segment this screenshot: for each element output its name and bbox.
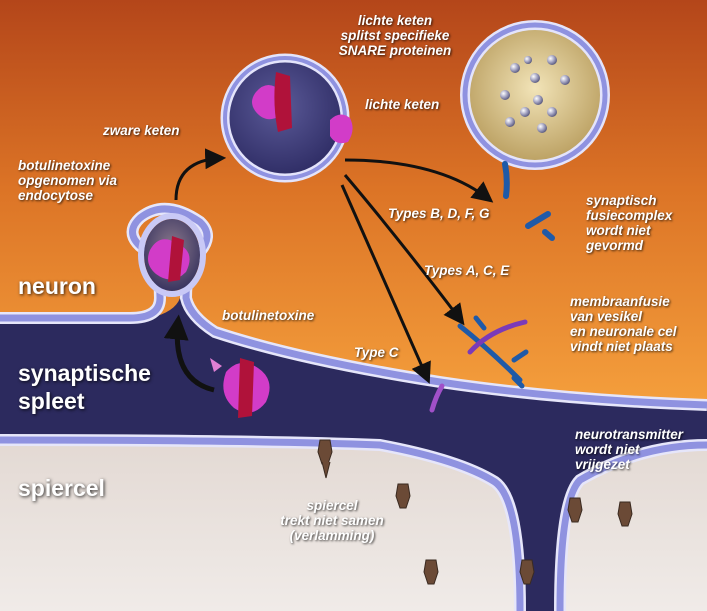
- note-line: synaptisch: [586, 193, 672, 208]
- cleft-label-line2: spleet: [18, 388, 84, 414]
- note-line: spiercel: [262, 498, 402, 513]
- note-line: botulinetoxine: [18, 158, 117, 173]
- cleft-label-line1: synaptische: [18, 360, 151, 386]
- note-line: en neuronale cel: [570, 324, 677, 339]
- toxin-label: botulinetoxine: [222, 308, 314, 323]
- note-line: wordt niet: [586, 223, 672, 238]
- note-line: (verlamming): [262, 528, 402, 543]
- note-line: van vesikel: [570, 309, 677, 324]
- note-line: vindt niet plaats: [570, 339, 677, 354]
- note-line: membraanfusie: [570, 294, 677, 309]
- note-line: fusiecomplex: [586, 208, 672, 223]
- note-line: endocytose: [18, 188, 117, 203]
- neuron-label: neuron: [18, 273, 96, 299]
- note-line: gevormd: [586, 238, 672, 253]
- light-chain-blob: [330, 114, 353, 143]
- types-ace-label: Types A, C, E: [424, 263, 509, 278]
- note-line: SNARE proteinen: [320, 43, 470, 58]
- neurotransmitter-note: neurotransmitter wordt niet vrijgezet: [575, 427, 683, 472]
- muscle-paralysis-note: spiercel trekt niet samen (verlamming): [262, 498, 402, 543]
- light-chain-label: lichte keten: [365, 97, 439, 112]
- note-line: vrijgezet: [575, 457, 683, 472]
- note-line: lichte keten: [320, 13, 470, 28]
- uptake-note: botulinetoxine opgenomen via endocytose: [18, 158, 117, 203]
- fusion-complex-note: synaptisch fusiecomplex wordt niet gevor…: [586, 193, 672, 253]
- membrane-fusion-note: membraanfusie van vesikel en neuronale c…: [570, 294, 677, 354]
- note-line: trekt niet samen: [262, 513, 402, 528]
- types-bdfg-label: Types B, D, F, G: [388, 206, 490, 221]
- note-line: neurotransmitter: [575, 427, 683, 442]
- heavy-chain-label: zware keten: [103, 123, 180, 138]
- note-line: splitst specifieke: [320, 28, 470, 43]
- note-line: opgenomen via: [18, 173, 117, 188]
- type-c-label: Type C: [354, 345, 399, 360]
- light-chain-cleaves-note: lichte keten splitst specifieke SNARE pr…: [320, 13, 470, 58]
- muscle-label: spiercel: [18, 475, 105, 501]
- note-line: wordt niet: [575, 442, 683, 457]
